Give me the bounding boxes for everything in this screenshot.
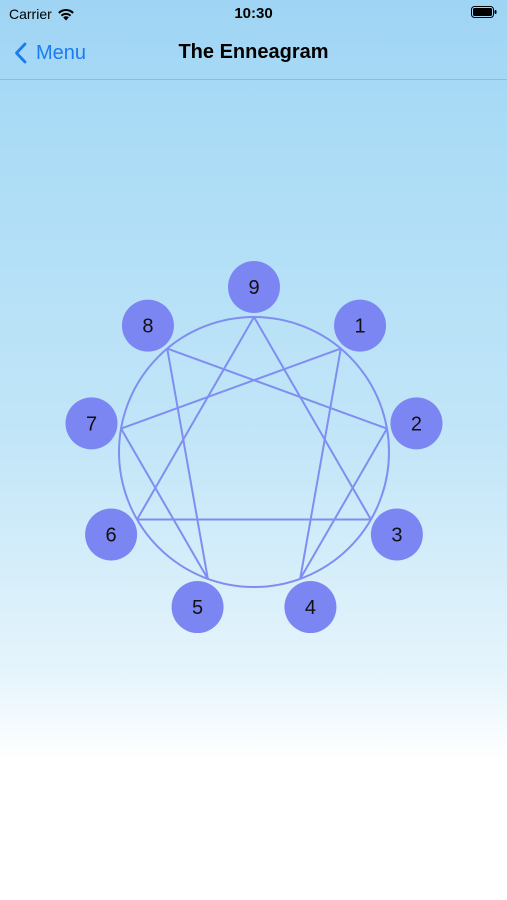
enneagram-node-label: 4 [305,597,316,619]
back-button[interactable]: Menu [14,38,86,68]
enneagram-node-label: 2 [411,413,422,435]
enneagram-node-9[interactable]: 9 [228,261,280,313]
enneagram-node-circle [390,397,443,450]
enneagram-node-label: 9 [248,277,259,299]
enneagram-node-label: 8 [142,316,153,338]
carrier: Carrier [9,6,75,22]
enneagram-node-label: 6 [106,525,117,547]
navigation-bar: Menu The Enneagram [0,28,507,80]
enneagram-node-circle [121,299,174,352]
enneagram-nodes: 9 1 2 3 4 5 6 7 8 [65,261,443,634]
status-time: 10:30 [234,5,273,22]
enneagram-line-8-5 [166,348,209,580]
battery-icon [471,6,497,18]
carrier-label: Carrier [9,6,52,22]
enneagram-lines [120,316,388,580]
enneagram-line-5-7 [120,428,209,580]
enneagram-node-label: 1 [354,316,365,338]
enneagram-node-5[interactable]: 5 [171,581,224,634]
status-bar: Carrier 10:30 [0,0,507,28]
enneagram-line-6-9 [136,316,255,521]
enneagram-line-9-3 [253,316,372,520]
enneagram-node-8[interactable]: 8 [121,299,174,352]
page-title: The Enneagram [178,41,329,63]
enneagram-node-3[interactable]: 3 [370,508,423,561]
enneagram-node-circle [171,581,224,634]
enneagram-line-1-4 [299,348,342,580]
enneagram-node-label: 7 [86,413,97,435]
enneagram-node-1[interactable]: 1 [334,299,387,352]
enneagram-line-4-2 [299,428,388,580]
enneagram-node-circle [334,299,387,352]
enneagram-circle [118,316,390,588]
enneagram-node-circle [370,508,423,561]
enneagram-line-7-1 [120,347,342,430]
enneagram-node-4[interactable]: 4 [284,581,337,634]
enneagram-node-circle [284,581,337,634]
enneagram-line-2-8 [166,347,388,430]
chevron-left-icon [15,42,27,64]
back-button-label: Menu [36,41,87,64]
enneagram-node-circle [228,261,280,313]
enneagram-node-6[interactable]: 6 [85,508,138,561]
wifi-icon [57,8,74,20]
enneagram-node-circle [65,397,118,450]
enneagram-node-circle [85,508,138,561]
enneagram-node-label: 3 [391,525,402,547]
enneagram-node-label: 5 [192,597,203,619]
enneagram-node-2[interactable]: 2 [390,397,443,450]
enneagram-node-7[interactable]: 7 [65,397,118,450]
